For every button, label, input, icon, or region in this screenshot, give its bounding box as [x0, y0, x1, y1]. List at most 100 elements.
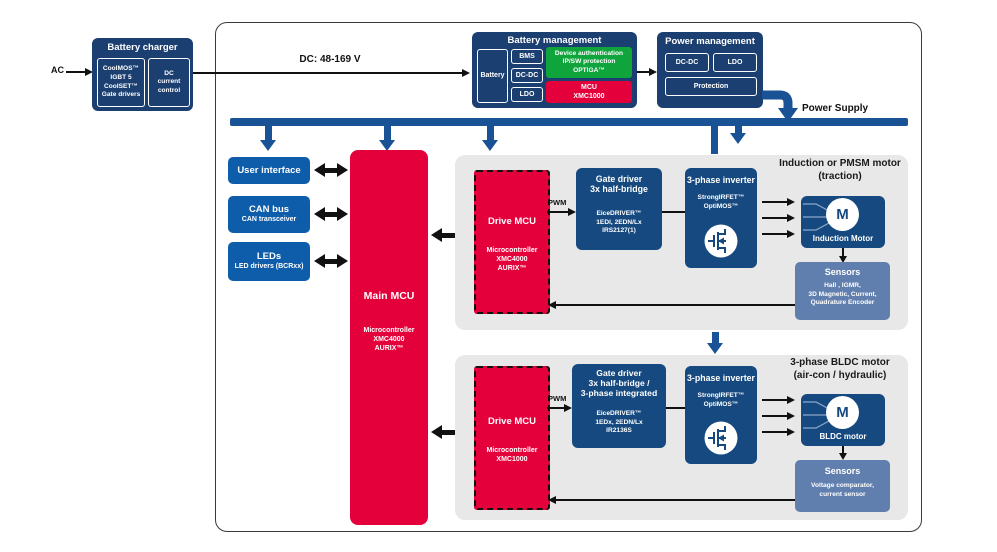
user-interface-box: User interface [228, 157, 310, 184]
pwm2-arrowhead-icon [564, 403, 572, 412]
main-mcu-title: Main MCU [363, 290, 415, 302]
auth-line: Device authentication [554, 49, 624, 57]
sensors1-feedback-line [552, 304, 795, 306]
ac-label: AC [51, 65, 64, 75]
power-supply-bus [230, 118, 908, 126]
motor1-heading: Induction or PMSM motor (traction) [755, 158, 925, 183]
ldo-label: LDO [519, 90, 535, 98]
module-line: control [157, 86, 181, 94]
main-mcu-line: XMC4000 [373, 336, 405, 344]
gate-driver2-title-line: Gate driver [596, 368, 642, 378]
motor1-heading-line: Induction or PMSM motor [779, 158, 901, 169]
inverter2-parts: StrongIRFET™ OptiMOS™ [685, 392, 757, 409]
ac-arrowhead-icon [85, 67, 93, 76]
inverter1-title: 3-phase inverter [687, 175, 755, 185]
motor2-symbol: M [836, 404, 849, 421]
gd2-to-inv2-line [666, 407, 685, 409]
drive-mcu2-title: Drive MCU [487, 416, 537, 427]
inv2-motor-arrowhead-icon [787, 395, 795, 404]
inverter1-part-line: StrongIRFET™ [697, 194, 745, 201]
main-mcu-line: Microcontroller [363, 327, 415, 334]
inv2-motor-arrowhead-icon [787, 427, 795, 436]
gate-driver2-part-line: 1EDx, 2EDN/Lx [595, 418, 643, 426]
power-management-box: Power management DC-DC LDO Protection [657, 32, 763, 108]
power-supply-elbow-arrow-icon [762, 90, 798, 122]
inverter2-part-line: OptiMOS™ [703, 400, 739, 408]
motor-wires-icon [803, 401, 830, 429]
inter-panel-arrow-inverter2-icon [707, 332, 723, 354]
module-line: CoolMOS™ [102, 65, 140, 73]
bus-arrow-main-mcu-icon [379, 126, 395, 151]
inv1-motor-arrowhead-icon [787, 197, 795, 206]
arrow-leds-mainmcu-icon [314, 254, 348, 268]
arrow-ui-mainmcu-icon [314, 163, 348, 177]
gate-driver2-title-line: 3-phase integrated [580, 387, 658, 398]
gate-driver2-parts: EiceDRIVER™ 1EDx, 2EDN/Lx IR2136S [572, 410, 666, 436]
mosfet-icon [704, 224, 738, 258]
pm-dcdc-label: DC-DC [675, 58, 699, 66]
gate-driver1-title-line: Gate driver [595, 174, 643, 184]
inverter1-parts: StrongIRFET™ OptiMOS™ [685, 194, 757, 211]
gate-driver1-parts: EiceDRIVER™ 1EDI, 2EDN/Lx IRS2127(1) [576, 210, 662, 236]
bm-to-pm-line [637, 71, 651, 73]
motor1-sensor-line [842, 248, 844, 257]
sensors2-line: current sensor [819, 490, 866, 498]
can-bus-box: CAN bus CAN transceiver [228, 196, 310, 233]
bm-to-pm-arrowhead-icon [649, 67, 657, 76]
gate-driver1-box: Gate driver 3x half-bridge EiceDRIVER™ 1… [576, 168, 662, 250]
gate-driver2-title-line: 3x half-bridge / [588, 377, 650, 388]
ac-line [66, 71, 86, 73]
pm-dcdc-box: DC-DC [665, 53, 709, 72]
motor1-sensor-arrowhead-icon [838, 256, 847, 263]
battery-management-title: Battery management [507, 35, 602, 46]
leds-box: LEDs LED drivers (BCRxx) [228, 242, 310, 281]
motor2-sensor-line [842, 446, 844, 454]
dc-link-line [193, 72, 463, 74]
module-line: IGBT 5 [110, 73, 132, 81]
inv1-motor-line [762, 201, 788, 203]
bms-label: BMS [519, 52, 535, 60]
pwm2-line [547, 407, 565, 409]
bm-mcu-line: MCU [581, 83, 597, 91]
motor1-box: M Induction Motor [801, 196, 885, 248]
main-mcu-detail: Microcontroller XMC4000 AURIX™ [350, 326, 428, 353]
inverter2-part-line: StrongIRFET™ [697, 392, 745, 399]
power-supply-label: Power Supply [802, 103, 869, 114]
sensors1-line: Quadrature Encoder [810, 299, 875, 307]
gate-driver2-titles: Gate driver 3x half-bridge / 3-phase int… [572, 368, 666, 399]
motor-wires-icon [803, 203, 830, 231]
user-interface-title: User interface [237, 165, 301, 176]
bus-feed-line-inverter2 [711, 126, 718, 154]
bus-arrow-inverter1-icon [730, 126, 746, 144]
bus-arrow-drive-section-icon [482, 126, 498, 151]
inverter1-box: 3-phase inverter StrongIRFET™ OptiMOS™ [685, 168, 757, 268]
gate-driver1-titles: Gate driver 3x half-bridge [576, 174, 662, 194]
inv2-motor-line [762, 431, 788, 433]
pm-protection-box: Protection [665, 77, 757, 96]
bm-mcu-line: XMC1000 [573, 93, 605, 100]
inv2-motor-line [762, 415, 788, 417]
motor1-label: Induction Motor [812, 234, 874, 243]
drive-mcu1-line: XMC4000 [496, 256, 528, 264]
motor2-sensor-arrowhead-icon [838, 453, 847, 460]
sensors2-line: Voltage comparator, [811, 482, 874, 489]
module-line: Gate drivers [101, 91, 141, 99]
can-bus-title: CAN bus [248, 204, 290, 216]
drive-mcu2-line: Microcontroller [486, 447, 538, 454]
motor2-symbol-circle: M [826, 396, 859, 429]
pm-ldo-box: LDO [713, 53, 757, 72]
pwm1-line [547, 211, 569, 213]
sensors1-line: 3D Magnetic, Current, [808, 290, 877, 298]
sensors2-feedback-line [552, 499, 795, 501]
drive-mcu2-line: XMC1000 [496, 456, 528, 464]
pm-protection-label: Protection [693, 82, 729, 90]
sensors1-box: Sensors Hall , IGMR, 3D Magnetic, Curren… [795, 262, 890, 320]
dc-link-arrowhead-icon [462, 68, 470, 77]
dc-link-label: DC: 48-169 V [299, 54, 361, 65]
motor2-heading-line: (air-con / hydraulic) [793, 369, 887, 381]
sensors1-feedback-arrowhead-icon [548, 300, 556, 309]
battery-charger-module-dc-control: DC current control [148, 58, 190, 107]
drive-mcu1-line: Microcontroller [486, 247, 538, 254]
gate-driver2-box: Gate driver 3x half-bridge / 3-phase int… [572, 364, 666, 448]
